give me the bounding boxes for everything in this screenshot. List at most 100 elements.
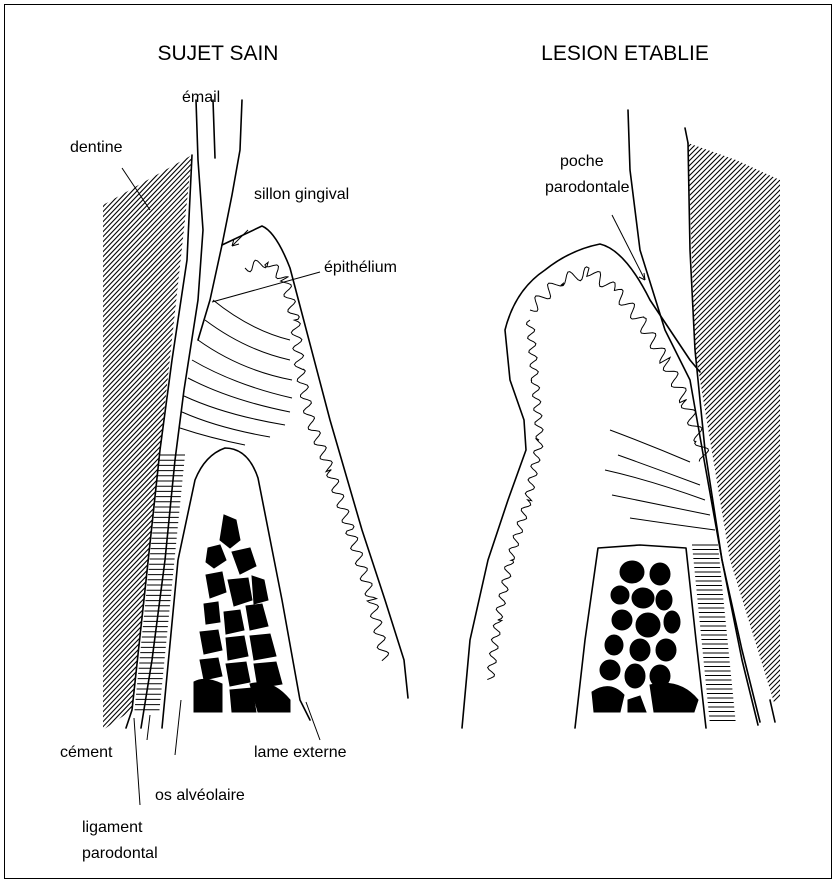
- dentine-hatch: [95, 245, 200, 355]
- dentine-hatch: [680, 510, 790, 620]
- label-sillon: sillon gingival: [254, 186, 349, 203]
- dentine-hatch: [680, 20, 790, 130]
- dentine-hatch: [95, 160, 200, 270]
- dentine-hatch: [680, 55, 790, 165]
- label-poche-1: poche: [560, 153, 604, 170]
- dentine-hatch: [680, 15, 790, 125]
- dentine-hatch: [95, 430, 200, 540]
- dentine-hatch: [680, 235, 790, 345]
- dentine-hatch: [95, 115, 200, 225]
- dentine-hatch: [680, 60, 790, 170]
- dentine-hatch: [680, 200, 790, 310]
- dentine-hatch: [680, 485, 790, 595]
- dentine-hatch: [680, 230, 790, 340]
- dentine-hatch: [680, 110, 790, 220]
- dentine-hatch: [680, 300, 790, 410]
- dentine-hatch: [680, 240, 790, 350]
- dentine-hatch: [95, 325, 200, 435]
- dentine-hatch: [95, 145, 200, 255]
- dentine-hatch: [95, 235, 200, 345]
- dentine-hatch: [95, 165, 200, 275]
- dentine-hatch: [680, 215, 790, 325]
- dentine-hatch: [680, 680, 790, 790]
- label-email: émail: [182, 89, 220, 106]
- dentine-hatch: [95, 215, 200, 325]
- dentine-hatch: [95, 460, 200, 570]
- dentine-hatch: [680, 655, 790, 765]
- dentine-hatch: [680, 340, 790, 450]
- dentine-hatch: [95, 155, 200, 265]
- dentine-hatch: [95, 450, 200, 560]
- dentine-hatch: [680, 70, 790, 180]
- dentine-hatch: [95, 395, 200, 505]
- dentine-hatch: [680, 250, 790, 360]
- dentine-hatch: [95, 105, 200, 215]
- dentine-hatch: [95, 365, 200, 475]
- dentine-hatch: [680, 335, 790, 445]
- fibers-right: [605, 430, 715, 530]
- dentine-hatch: [680, 50, 790, 160]
- dentine-hatch: [95, 305, 200, 415]
- dentine-hatch: [680, 675, 790, 785]
- dentine-hatch: [95, 385, 200, 495]
- dentine-hatch: [680, 285, 790, 395]
- dentine-hatch: [680, 145, 790, 255]
- dentine-hatch: [680, 260, 790, 370]
- dentine-hatch: [680, 330, 790, 440]
- right-panel: LESION ETABLIE: [462, 10, 790, 795]
- pointer-os: [175, 700, 181, 755]
- dentine-hatch: [680, 515, 790, 625]
- dentine-hatch: [95, 520, 200, 630]
- dentine-hatch: [680, 100, 790, 210]
- dentine-hatch: [680, 190, 790, 300]
- dentine-hatch: [680, 80, 790, 190]
- dentine-hatch: [95, 410, 200, 520]
- dentine-hatch: [95, 205, 200, 315]
- dentine-hatch: [95, 240, 200, 350]
- dentine-hatch: [680, 170, 790, 280]
- label-ligament-1: ligament: [82, 819, 143, 836]
- dentine-hatch: [680, 10, 790, 120]
- periodontal-ligament-right: [692, 545, 736, 721]
- dentine-hatch: [680, 105, 790, 215]
- dentine-hatch: [95, 390, 200, 500]
- enamel-right: [685, 128, 688, 143]
- dentine-hatch: [680, 430, 790, 540]
- dentine-hatch: [680, 450, 790, 560]
- left-title: SUJET SAIN: [158, 42, 279, 65]
- label-lame: lame externe: [254, 744, 347, 761]
- dentine-hatch: [680, 165, 790, 275]
- dentine-hatch: [680, 415, 790, 525]
- dentine-hatch: [680, 540, 790, 650]
- dentine-hatch: [680, 440, 790, 550]
- periodontal-ligament-left: [135, 455, 185, 710]
- dentine-hatch: [95, 230, 200, 340]
- dentine-hatch: [680, 120, 790, 230]
- dentine-hatch: [95, 270, 200, 380]
- dentine-hatch: [95, 420, 200, 530]
- dentine-hatch: [95, 350, 200, 460]
- dentine-hatch: [680, 130, 790, 240]
- dentine-hatch: [95, 120, 200, 230]
- dentine-hatch: [680, 580, 790, 690]
- dentine-hatch: [95, 625, 200, 735]
- dentine-hatch: [95, 20, 200, 130]
- label-os: os alvéolaire: [155, 787, 245, 804]
- dentine-hatch: [95, 200, 200, 310]
- dentine-hatch: [95, 315, 200, 425]
- dentine-hatch: [680, 210, 790, 320]
- dentine-right: [680, 10, 790, 795]
- label-epithelium: épithélium: [324, 259, 397, 276]
- dentine-hatch: [680, 500, 790, 610]
- dentine-hatch: [95, 110, 200, 220]
- dentine-hatch: [680, 175, 790, 285]
- dentine-hatch: [680, 615, 790, 725]
- dentine-hatch: [95, 485, 200, 595]
- dentine-hatch: [680, 220, 790, 330]
- label-dentine: dentine: [70, 139, 123, 156]
- dentine-hatch: [95, 490, 200, 600]
- dentine-hatch: [680, 640, 790, 750]
- dentine-hatch: [680, 195, 790, 305]
- dentine-hatch: [95, 195, 200, 305]
- dentine-hatch: [680, 435, 790, 545]
